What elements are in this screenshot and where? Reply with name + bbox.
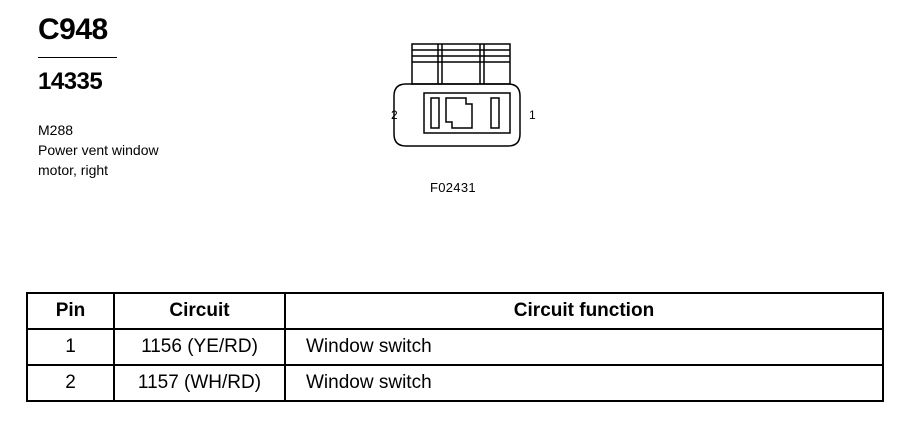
figure-code: F02431 — [430, 180, 476, 195]
circuit-cell: 1157 (WH/RD) — [113, 364, 286, 402]
header-circuit-function: Circuit function — [284, 292, 884, 330]
description-line-2: motor, right — [38, 162, 109, 178]
pin-label-1: 1 — [529, 108, 536, 122]
pin-label-2: 2 — [391, 108, 398, 122]
function-cell: Window switch — [284, 364, 884, 402]
table-row: 2 1157 (WH/RD) Window switch — [26, 364, 884, 402]
description-line-1: Power vent window — [38, 142, 159, 158]
table-header-row: Pin Circuit Circuit function — [26, 292, 884, 330]
function-cell: Window switch — [284, 328, 884, 366]
table-row: 1 1156 (YE/RD) Window switch — [26, 328, 884, 366]
pin-cell: 2 — [26, 364, 115, 402]
component-code: M288 — [38, 122, 74, 138]
pin-cell: 1 — [26, 328, 115, 366]
pin-table: Pin Circuit Circuit function 1 1156 (YE/… — [26, 292, 884, 402]
part-number: 14335 — [38, 68, 103, 95]
header-pin: Pin — [26, 292, 115, 330]
connector-description: M288 Power vent window motor, right — [38, 120, 159, 180]
header-circuit: Circuit — [113, 292, 286, 330]
connector-id: C948 — [38, 13, 108, 46]
connector-face-icon: 2 1 — [391, 43, 536, 147]
connector-id-underline — [38, 57, 117, 58]
circuit-cell: 1156 (YE/RD) — [113, 328, 286, 366]
